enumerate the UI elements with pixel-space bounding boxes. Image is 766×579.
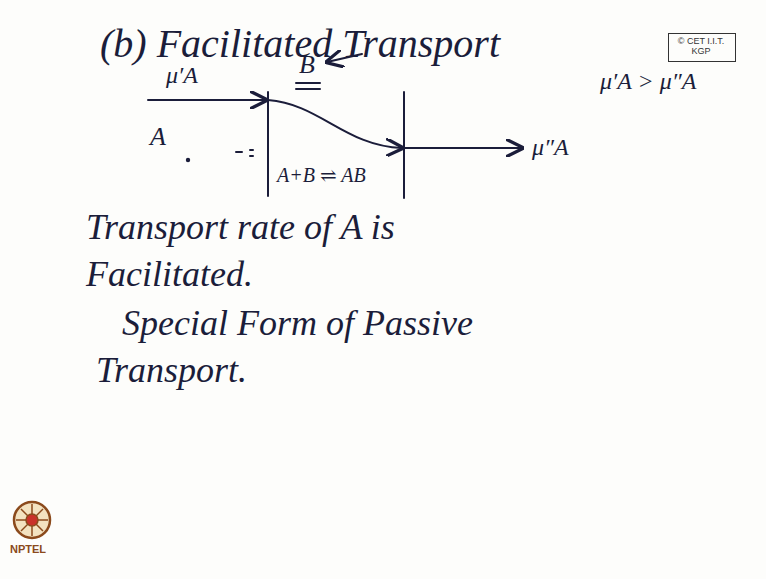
membrane-wall (267, 92, 269, 196)
logo-text: NPTEL (10, 542, 46, 556)
potential-label: μ″A (532, 132, 569, 163)
nptel-logo (14, 502, 50, 538)
underline (296, 88, 320, 90)
membrane-wall (403, 92, 405, 198)
potential-label: μ′A (166, 60, 198, 91)
dash-mark (250, 149, 253, 151)
potential-arrow (148, 99, 266, 101)
potential-arrow (404, 147, 522, 149)
note-text: Special Form of Passive Transport. (96, 300, 536, 394)
carrier-label: B (299, 48, 315, 82)
inequality-label: μ′A > μ″A (600, 66, 696, 97)
dash-mark (236, 151, 242, 153)
potential-curve (268, 100, 402, 148)
reaction-label: A+B ⇌ AB (277, 162, 366, 188)
species-label: A (150, 120, 166, 154)
dash-mark (250, 155, 253, 157)
note-text: Transport rate of A is Facilitated. (86, 204, 526, 298)
copyright-text: © CET I.I.T. KGP (673, 36, 729, 57)
dot-mark (186, 158, 190, 162)
copyright-box: © CET I.I.T. KGP (668, 33, 736, 62)
underline (296, 82, 320, 84)
